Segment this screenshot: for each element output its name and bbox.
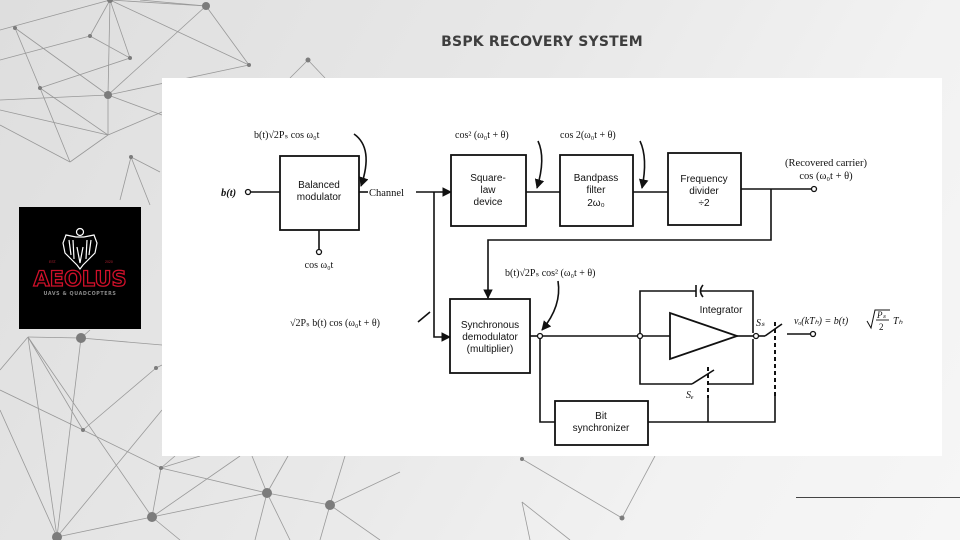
- square-law-line2: law: [480, 185, 496, 196]
- block-bandpass-filter: [559, 154, 634, 227]
- bandpass-line2: filter: [587, 185, 607, 196]
- square-law-line1: Square-: [470, 173, 506, 184]
- logo-est-year: 2020: [105, 260, 113, 264]
- label-output-frac-den: 2: [879, 322, 884, 332]
- logo-tagline: UAVS & QUADCOPTERS: [44, 291, 117, 297]
- demod-output-node: [536, 332, 544, 340]
- logo-est-label: EST.: [49, 260, 57, 264]
- block-frequency-divider: [667, 152, 742, 226]
- footer-divider: [796, 497, 960, 498]
- block-synchronous-demodulator: [449, 298, 531, 374]
- label-input-bt: b(t): [221, 188, 236, 199]
- label-demod-output: b(t)√2Pₛ cos² (ω₀t + θ): [505, 268, 595, 279]
- bit-sync-line1: Bit: [595, 411, 607, 422]
- balanced-modulator-line1: Balanced: [298, 180, 340, 191]
- label-recovered-expr: cos (ω₀t + θ): [799, 171, 853, 182]
- label-received-signal: √2Pₛ b(t) cos (ω₀t + θ): [290, 318, 380, 329]
- label-bandpassed: cos 2(ω₀t + θ): [560, 130, 616, 141]
- label-channel: Channel: [369, 188, 404, 199]
- block-bit-synchronizer: [554, 400, 649, 446]
- integrator-amplifier: [669, 311, 740, 361]
- slide-title: BSPK RECOVERY SYSTEM: [441, 34, 643, 50]
- bandpass-line3: 2ω₀: [587, 198, 605, 209]
- integrator-input-node: [636, 332, 644, 340]
- label-switch-sample: Sₛ: [756, 318, 765, 329]
- bit-sync-line2: synchronizer: [573, 423, 630, 434]
- bandpass-line1: Bandpass: [574, 173, 618, 184]
- label-output-lhs: vₒ(kTₕ) = b(t): [794, 316, 849, 327]
- balanced-modulator-line2: modulator: [297, 192, 342, 203]
- input-terminal: [244, 188, 252, 196]
- logo-name: AEOLUS: [33, 267, 126, 291]
- label-output-tail: Tₕ: [893, 316, 904, 327]
- label-carrier-in: cos ω₀t: [305, 260, 334, 271]
- freq-divider-line3: ÷2: [698, 198, 709, 209]
- aeolus-logo: EST. 2020 AEOLUS UAVS & QUADCOPTERS: [19, 207, 141, 329]
- freq-divider-line2: divider: [689, 186, 719, 197]
- sync-demod-line2: demodulator: [462, 332, 518, 343]
- output-terminal: [809, 330, 817, 338]
- freq-divider-line1: Frequency: [680, 174, 727, 185]
- square-law-line3: device: [474, 197, 503, 208]
- network-nodes: [13, 0, 625, 540]
- label-modulated-signal: b(t)√2Pₛ cos ω₀t: [254, 130, 320, 141]
- label-switch-clear: Sₑ: [686, 390, 694, 401]
- bpsk-recovery-diagram: b(t) Balanced modulator cos ω₀t b(t)√2Pₛ…: [162, 78, 942, 456]
- label-recovered-title: (Recovered carrier): [785, 158, 867, 169]
- label-squared: cos² (ω₀t + θ): [455, 130, 509, 141]
- block-square-law-device: [450, 154, 527, 227]
- integrator-label: Integrator: [700, 305, 743, 316]
- sync-demod-line1: Synchronous: [461, 320, 519, 331]
- label-output-frac-num: Pₛ: [876, 310, 886, 320]
- recovered-carrier-terminal: [810, 185, 818, 193]
- sync-demod-line3: (multiplier): [467, 344, 514, 355]
- carrier-terminal: [315, 248, 323, 256]
- eagle-icon: [62, 227, 98, 270]
- block-balanced-modulator: [279, 155, 360, 231]
- integrator-output-node: [752, 332, 760, 340]
